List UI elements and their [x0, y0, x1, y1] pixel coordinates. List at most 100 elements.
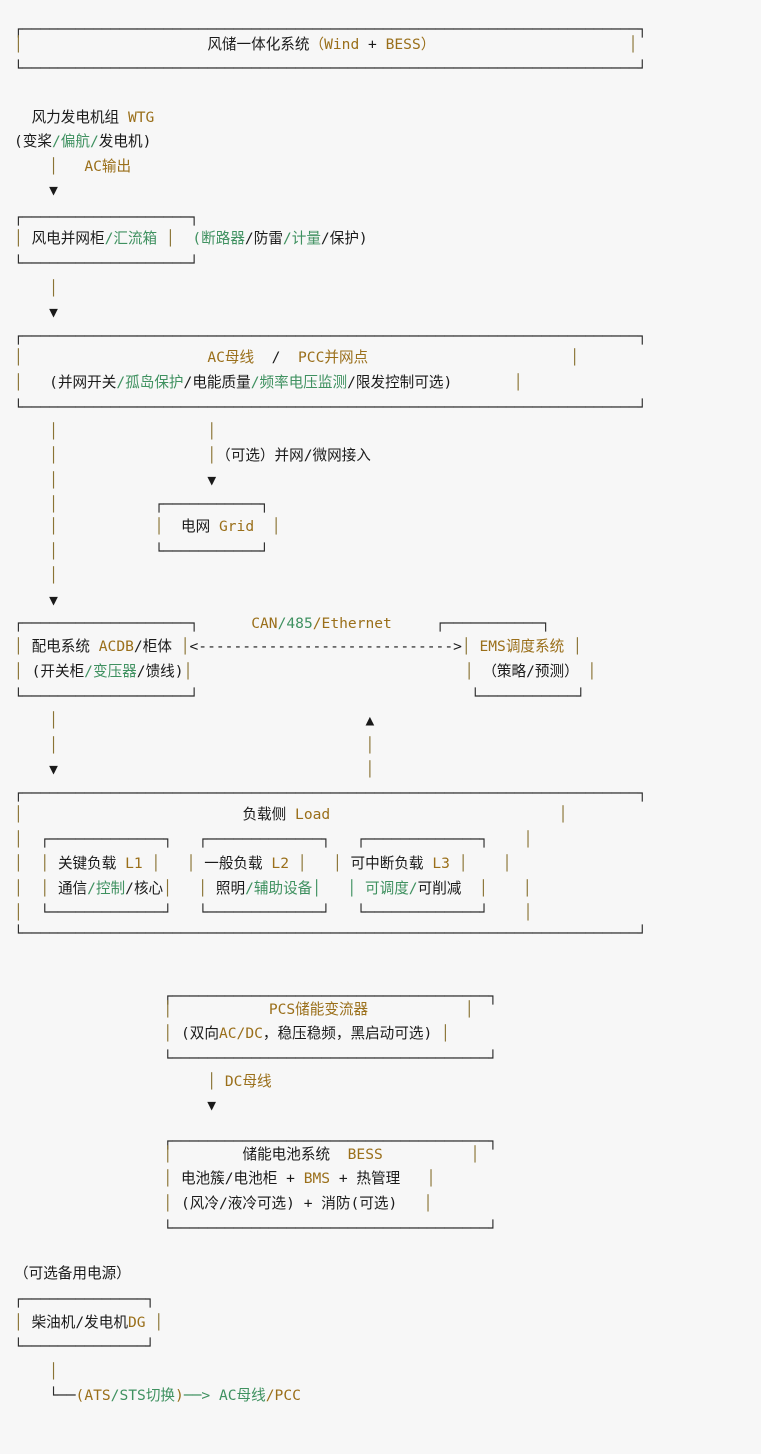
diagram-token: │ [49, 423, 58, 440]
diagram-token: │ [49, 518, 58, 535]
diagram-token: 频率电压监测 [259, 374, 348, 391]
diagram-line-l49: （可选备用电源） [14, 1262, 131, 1287]
diagram-line-l20: │ │ 电网 Grid │ [14, 515, 280, 540]
diagram-line-l39: │ PCS储能变流器 │ [14, 998, 473, 1023]
diagram-token: │ [14, 831, 32, 848]
diagram-token: ACDB [98, 638, 134, 655]
diagram-line-l43: ▼ [14, 1094, 216, 1119]
diagram-token: ( [31, 663, 41, 680]
diagram-token [435, 36, 628, 53]
diagram-token [172, 1146, 242, 1163]
diagram-token [14, 1073, 207, 1090]
diagram-token: 风储一体化系统 [207, 36, 310, 53]
diagram-line-l38: ┌────────────────────────────────────┐ [14, 985, 497, 1010]
diagram-token: 开关柜 [40, 663, 85, 680]
diagram-token [397, 1195, 423, 1212]
diagram-token: 电网 [180, 518, 211, 535]
diagram-token: │ [505, 880, 532, 897]
diagram-token: 并网开关 [57, 374, 117, 391]
diagram-line-l40: │ (双向AC/DC，稳压稳频，黑启动可选) │ [14, 1022, 449, 1047]
diagram-token [488, 880, 506, 897]
diagram-token: │ [14, 806, 23, 823]
diagram-token: │ [347, 880, 365, 897]
diagram-token: ┌───────────────────┐ [14, 209, 199, 226]
diagram-token: ┌───────────┐ [435, 615, 551, 632]
diagram-line-l26: │ (开关柜/变压器/馈线)│ │ （策略/预测） │ [14, 660, 596, 685]
diagram-line-l7: ┌───────────────────┐ [14, 206, 199, 231]
diagram-token [14, 496, 49, 513]
diagram-token: │ [332, 855, 351, 872]
diagram-token: EMS调度系统 [479, 638, 565, 655]
diagram-token: L2 [271, 855, 289, 872]
diagram-token: ) [142, 133, 152, 150]
diagram-token: │ [198, 880, 216, 897]
diagram-token: ) [358, 230, 368, 247]
diagram-token [14, 109, 32, 126]
diagram-token [14, 543, 49, 560]
diagram-token [467, 855, 485, 872]
diagram-token: 通信 [57, 880, 88, 897]
diagram-token [172, 880, 198, 897]
diagram-token: │ [14, 904, 32, 921]
diagram-token [452, 374, 514, 391]
diagram-token [58, 543, 155, 560]
diagram-line-l37: └───────────────────────────────────────… [14, 922, 647, 947]
diagram-token: │ [14, 880, 32, 897]
diagram-token: 热管理 [356, 1170, 401, 1187]
diagram-token [14, 447, 49, 464]
diagram-token: STS [119, 1387, 146, 1404]
diagram-token: └─────────────┘ └─────────────┘ └───────… [31, 904, 507, 921]
diagram-token: ┌───────────────────────────────────────… [14, 785, 647, 802]
diagram-token: 可选 [359, 1195, 389, 1212]
diagram-token: / [250, 374, 260, 391]
diagram-token: 汇流箱 [113, 230, 158, 247]
diagram-token: └───────────────────────────────────────… [14, 925, 647, 942]
diagram-token: ( [350, 1195, 360, 1212]
diagram-token: / [84, 663, 93, 680]
diagram-token: │ [49, 158, 58, 175]
diagram-line-l50: ┌──────────────┐ [14, 1288, 155, 1313]
diagram-line-l32: │ 负载侧 Load │ [14, 803, 567, 828]
diagram-token: │ [478, 880, 488, 897]
diagram-token [172, 638, 181, 655]
diagram-token: ) [388, 1195, 398, 1212]
diagram-token [14, 712, 49, 729]
diagram-token: AC输出 [84, 158, 132, 175]
diagram-token [58, 447, 207, 464]
diagram-token: （可选）并网/微网接入 [216, 447, 371, 464]
diagram-token: └───────────┘ [470, 688, 586, 705]
diagram-line-l41: └────────────────────────────────────┘ [14, 1047, 497, 1072]
diagram-token: / [52, 133, 61, 150]
diagram-line-l5: │ AC输出 [14, 155, 131, 180]
diagram-token: ┌───────────────────────────────────────… [14, 328, 647, 345]
diagram-line-l42: │ DC母线 [14, 1070, 271, 1095]
diagram-token: │ [163, 1170, 181, 1187]
diagram-token [58, 472, 207, 489]
diagram-token: │ [14, 855, 32, 872]
diagram-token [14, 158, 49, 175]
diagram-token: │ [49, 280, 58, 297]
diagram-token: ┌───────────┐ [154, 496, 269, 513]
diagram-token: 一般负载 [204, 855, 263, 872]
diagram-line-l44: ┌────────────────────────────────────┐ [14, 1130, 497, 1155]
diagram-token: │ [365, 737, 375, 754]
diagram-token: 核心 [133, 880, 164, 897]
diagram-token: │ [14, 374, 23, 391]
diagram-token: L3 [432, 855, 450, 872]
diagram-token [216, 1073, 225, 1090]
diagram-line-l8: │ 风电并网柜/汇流箱 │ (断路器/防雷/计量/保护) [14, 227, 368, 252]
diagram-token: ( [75, 1387, 85, 1404]
diagram-token [14, 472, 49, 489]
diagram-token [289, 855, 298, 872]
diagram-token: │ [458, 855, 468, 872]
diagram-token: ┌────────────────────────────────────┐ [163, 1133, 498, 1150]
diagram-token: 防雷 [253, 230, 283, 247]
diagram-token [14, 1170, 163, 1187]
diagram-token: ┌───────────────────┐ [14, 615, 199, 632]
diagram-token: ┌───────────────────────────────────────… [14, 21, 647, 38]
diagram-token: PCC [274, 1387, 301, 1404]
diagram-token: │ [485, 855, 512, 872]
diagram-token: │ [49, 496, 58, 513]
diagram-token [14, 1146, 163, 1163]
